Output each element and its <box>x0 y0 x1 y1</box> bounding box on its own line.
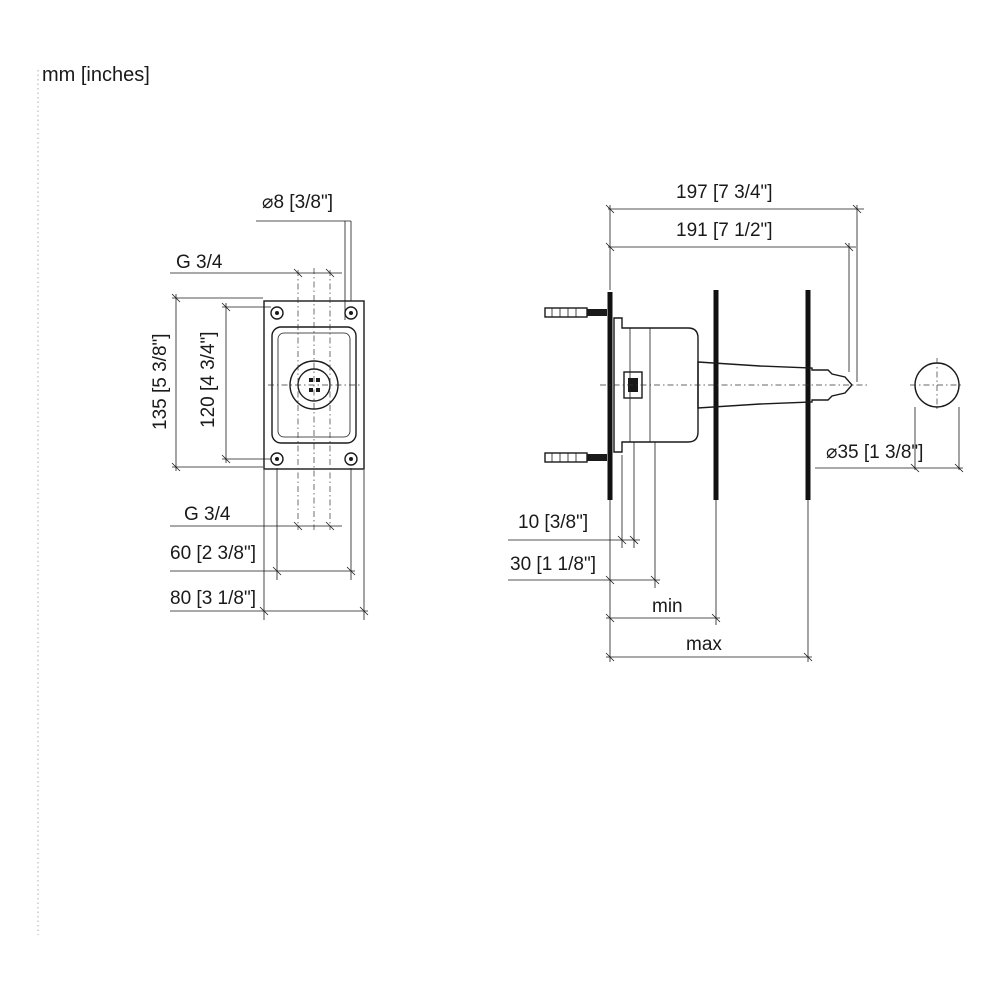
valve-body <box>613 317 699 453</box>
units-label: mm [inches] <box>42 64 150 86</box>
wall-max-label: max <box>686 634 722 655</box>
outlet-diameter-label: ⌀35 [1 3/8"] <box>826 442 924 463</box>
side-view <box>508 204 964 662</box>
wall-anchor-icon <box>544 307 607 463</box>
body-depth-label: 30 [1 1/8"] <box>510 554 596 575</box>
width-overall-label: 80 [3 1/8"] <box>170 588 256 609</box>
width-inner-label: 60 [2 3/8"] <box>170 543 256 564</box>
wall-min-label: min <box>652 596 683 617</box>
height-overall-label: 135 [5 3/8"] <box>150 333 171 430</box>
thread-top-label: G 3/4 <box>176 252 223 273</box>
spout <box>697 361 853 409</box>
valve-spindle-icon <box>309 378 320 392</box>
front-view <box>170 220 369 620</box>
length-spout-label: 191 [7 1/2"] <box>676 220 773 241</box>
height-inner-label: 120 [4 3/4"] <box>198 331 219 428</box>
thread-bottom-label: G 3/4 <box>184 504 231 525</box>
pin-diameter-label: ⌀8 [3/8"] <box>262 192 333 213</box>
plate-thickness-label: 10 [3/8"] <box>518 512 589 533</box>
length-overall-label: 197 [7 3/4"] <box>676 182 773 203</box>
